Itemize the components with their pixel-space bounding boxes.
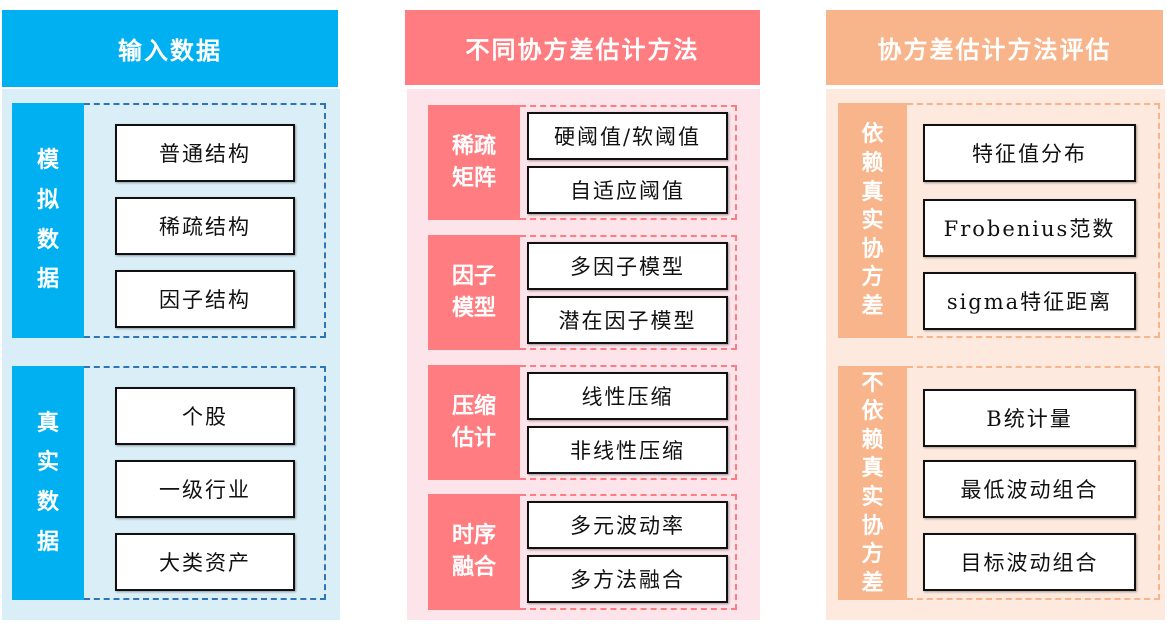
method-box: 个股 bbox=[115, 387, 295, 445]
group-dashed-frame bbox=[84, 103, 326, 338]
group-dashed-frame bbox=[907, 366, 1160, 600]
group-label: 时序融合 bbox=[428, 494, 520, 610]
method-box: 大类资产 bbox=[115, 533, 295, 591]
column-header: 输入数据 bbox=[2, 10, 338, 87]
method-box: 普通结构 bbox=[115, 124, 295, 182]
group-dashed-frame bbox=[520, 365, 737, 480]
group-label-text: 时序融合 bbox=[451, 522, 496, 580]
column-header: 不同协方差估计方法 bbox=[405, 10, 760, 85]
group-label: 稀疏矩阵 bbox=[428, 105, 520, 220]
method-box: 多因子模型 bbox=[527, 242, 728, 290]
group-dashed-frame bbox=[520, 494, 737, 610]
method-box: 特征值分布 bbox=[923, 124, 1136, 182]
method-box: 自适应阈值 bbox=[527, 166, 728, 214]
method-box: 因子结构 bbox=[115, 270, 295, 328]
group-label: 压缩估计 bbox=[428, 365, 520, 480]
method-box: 潜在因子模型 bbox=[527, 296, 728, 344]
column-header: 协方差估计方法评估 bbox=[826, 10, 1163, 85]
group-label-text: 稀疏矩阵 bbox=[451, 132, 496, 191]
group-label: 因子模型 bbox=[428, 235, 520, 350]
method-box: 非线性压缩 bbox=[527, 426, 728, 474]
group-label-text: 依赖真实协方差 bbox=[861, 121, 884, 319]
group-label: 不依赖真实协方差 bbox=[838, 366, 907, 600]
group-dashed-frame bbox=[520, 105, 737, 220]
group-label: 依赖真实协方差 bbox=[838, 103, 907, 338]
group-dashed-frame bbox=[907, 103, 1160, 338]
method-box: Frobenius范数 bbox=[923, 199, 1136, 257]
method-box: 硬阈值/软阈值 bbox=[527, 112, 728, 160]
method-box: 稀疏结构 bbox=[115, 197, 295, 255]
method-box: B统计量 bbox=[923, 389, 1136, 447]
method-box: sigma特征距离 bbox=[923, 272, 1136, 330]
method-box: 目标波动组合 bbox=[923, 533, 1136, 591]
group-label-text: 因子模型 bbox=[451, 262, 496, 321]
method-box: 多元波动率 bbox=[527, 501, 728, 549]
method-box: 最低波动组合 bbox=[923, 460, 1136, 518]
group-dashed-frame bbox=[520, 235, 737, 350]
method-box: 一级行业 bbox=[115, 460, 295, 518]
method-box: 多方法融合 bbox=[527, 555, 728, 603]
group-label: 模拟数据 bbox=[12, 103, 84, 338]
group-label-text: 不依赖真实协方差 bbox=[861, 369, 884, 596]
group-label-text: 压缩估计 bbox=[451, 392, 496, 451]
group-label-text: 模拟数据 bbox=[36, 147, 59, 293]
group-dashed-frame bbox=[84, 366, 326, 600]
group-label: 真实数据 bbox=[12, 366, 84, 600]
group-label-text: 真实数据 bbox=[36, 409, 59, 555]
method-box: 线性压缩 bbox=[527, 372, 728, 420]
